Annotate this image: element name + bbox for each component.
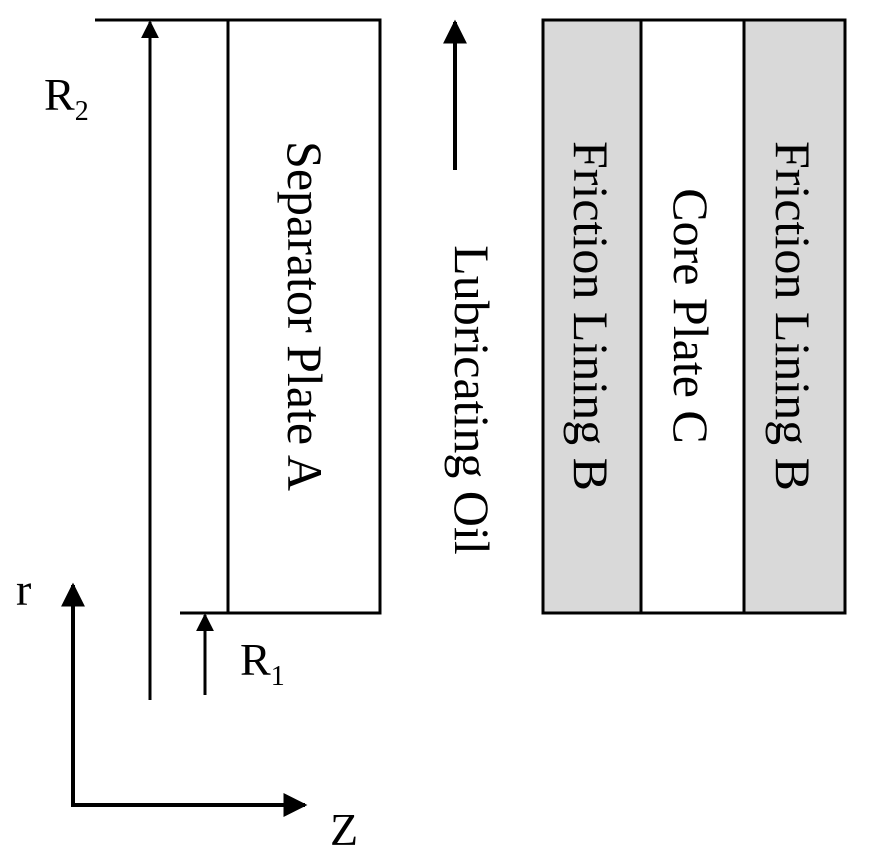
r-axis-label: r [16, 564, 31, 615]
separator-plate-label: Separator Plate A [277, 141, 333, 491]
separator-plate-a [226, 18, 382, 615]
r2-label: R2 [44, 69, 89, 127]
lubricating-oil-label: Lubricating Oil [444, 245, 500, 555]
core-plate-label: Core Plate C [663, 188, 719, 444]
friction-lining-left-label: Friction Lining B [563, 141, 619, 491]
z-axis-label: Z [330, 804, 358, 855]
friction-lining-right-label: Friction Lining B [765, 141, 821, 491]
friction-lining-b-right [742, 18, 847, 615]
r1-label: R1 [240, 634, 285, 692]
core-plate-c [639, 18, 746, 615]
friction-lining-b-left [541, 18, 643, 615]
